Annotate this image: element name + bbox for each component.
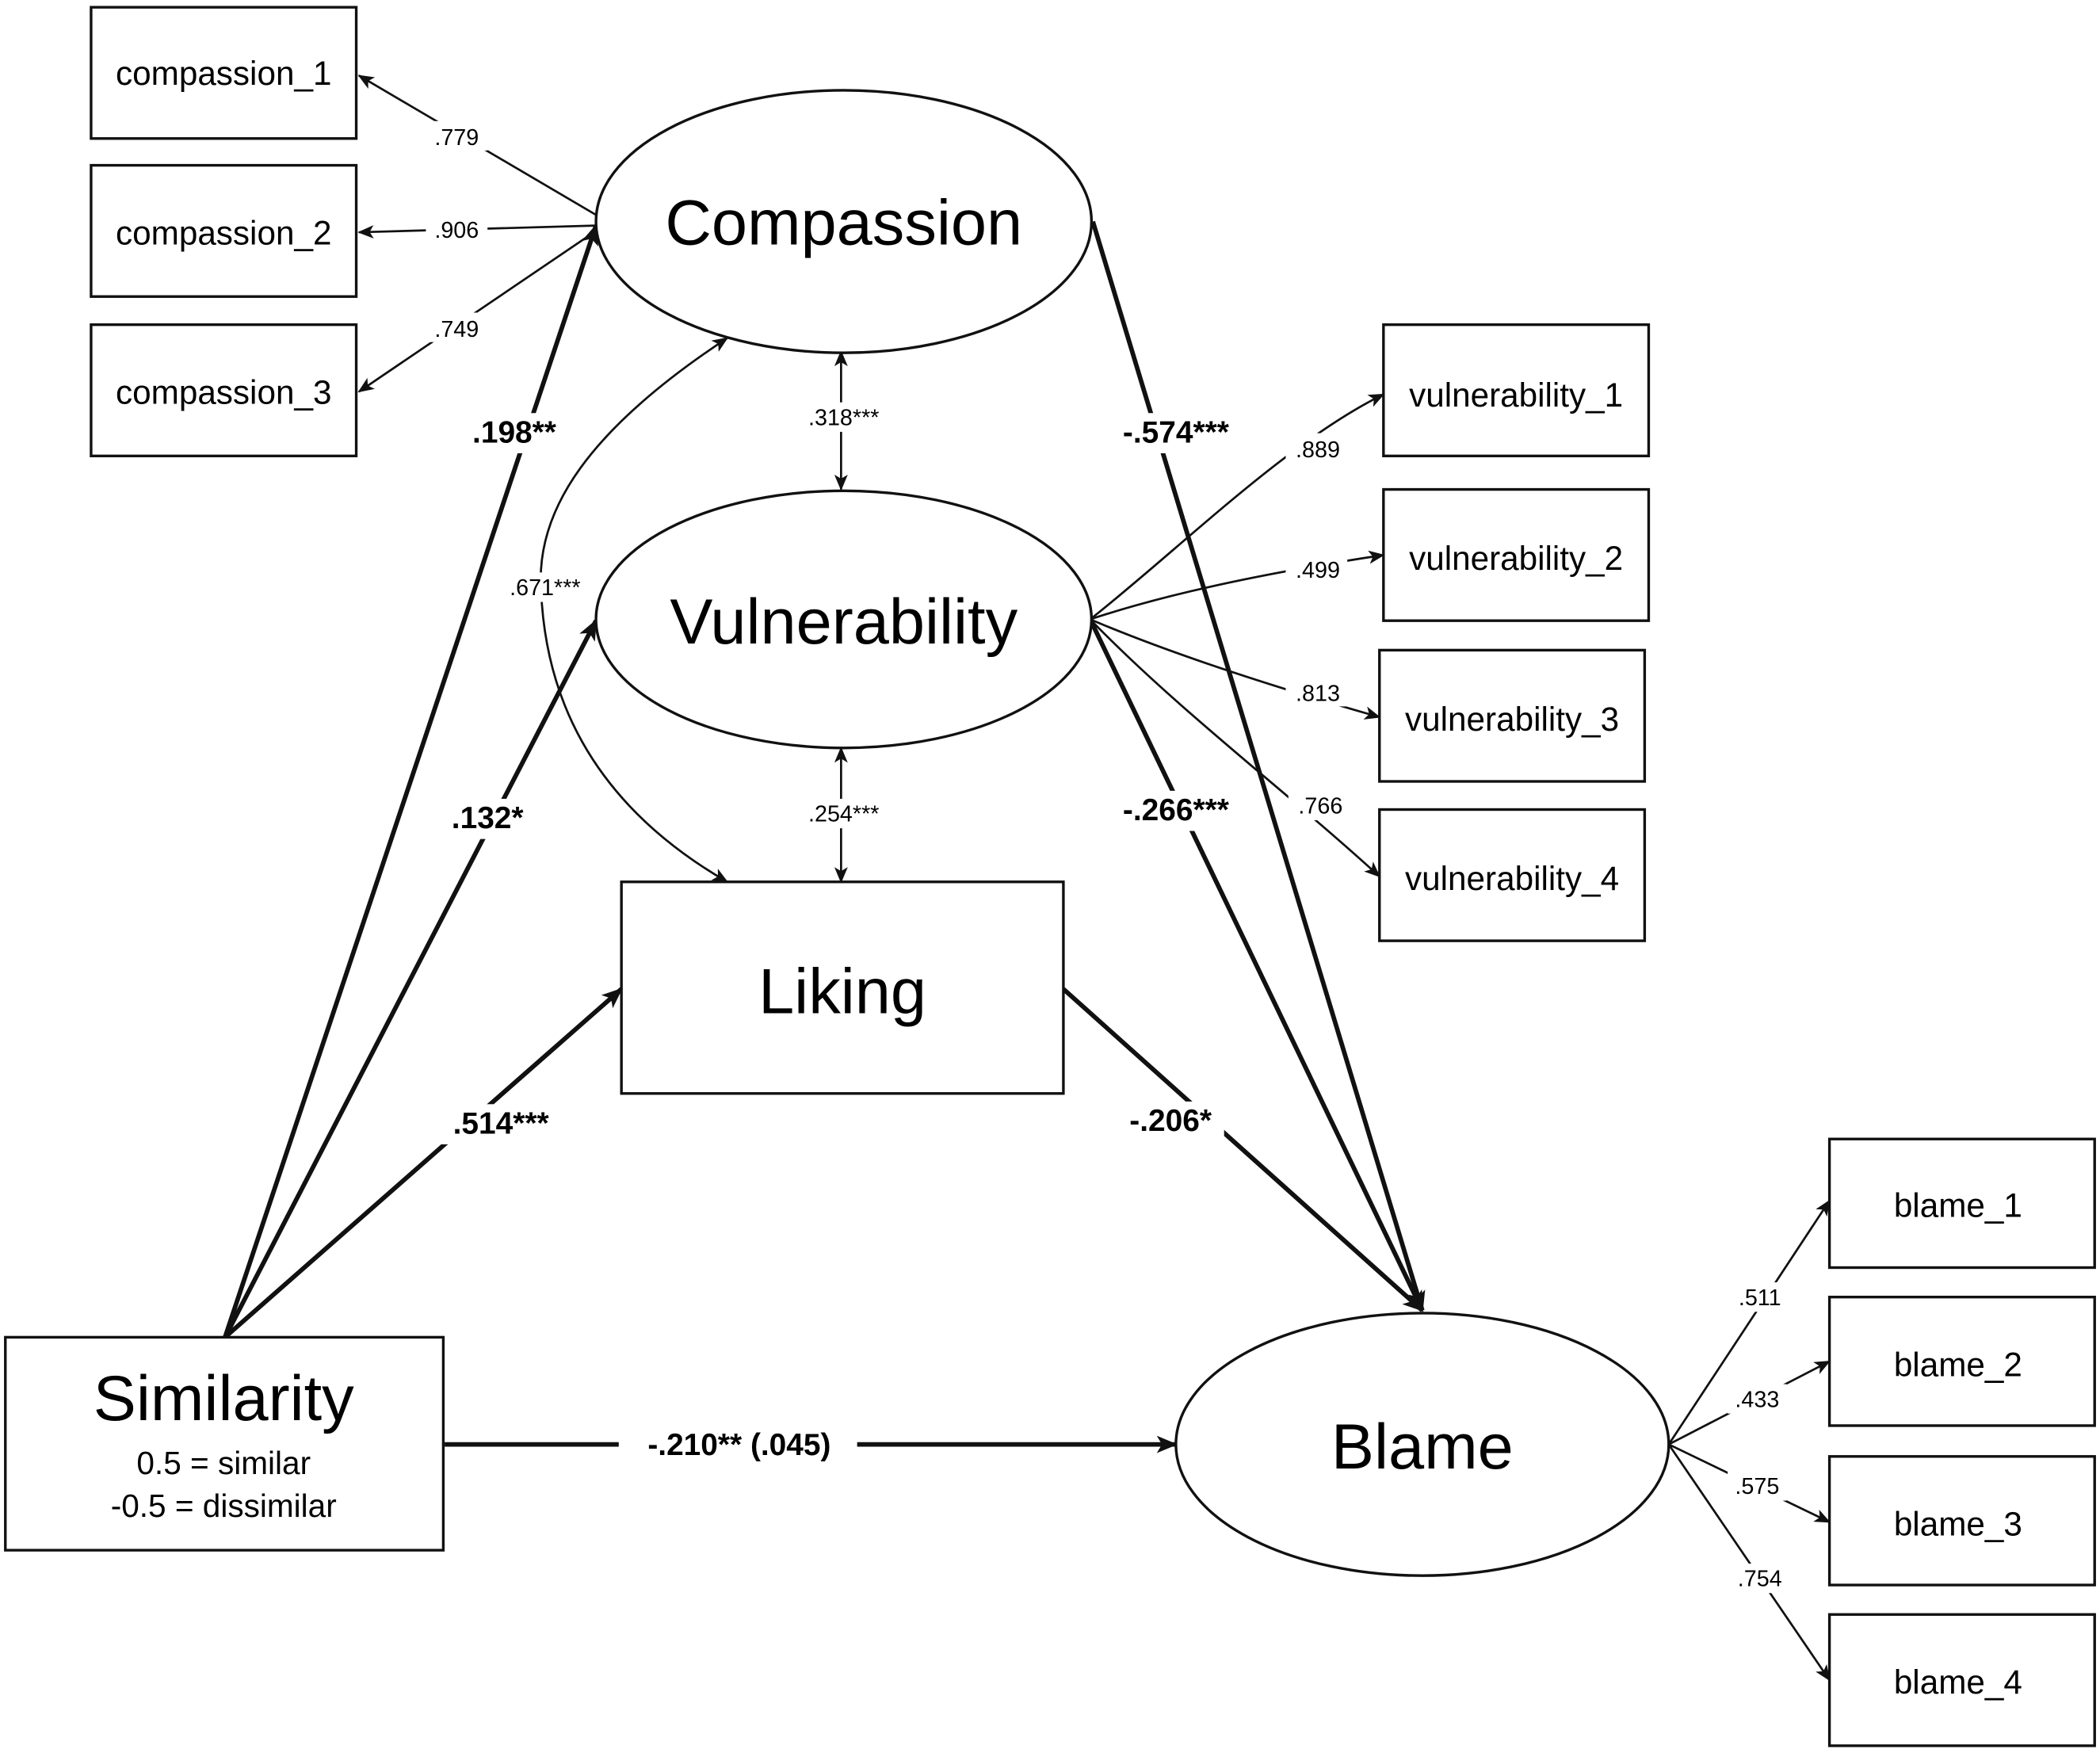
path-coefficient-label: -.266*** [1123, 793, 1230, 827]
indicator-label: compassion_3 [116, 373, 331, 411]
path-coefficient-label: .198** [472, 415, 557, 449]
path-arrow-similarity-compassion [223, 223, 598, 1339]
covariance-label: .254*** [808, 802, 879, 827]
indicator-vulnerability-1: vulnerability_1 [1382, 323, 1651, 458]
path-arrow-compassion-blame [1090, 220, 1426, 1312]
indicator-label: blame_3 [1894, 1506, 2022, 1543]
observed-label: Liking [758, 956, 926, 1027]
indicator-compassion-1: compassion_1 [90, 6, 358, 140]
path-arrow-vulnerability-blame [1088, 618, 1425, 1312]
observed-label: Similarity [94, 1363, 354, 1434]
loading-label: .433 [1735, 1387, 1779, 1412]
latent-label: Vulnerability [670, 586, 1018, 658]
path-arrow-similarity-vulnerability [223, 619, 598, 1339]
loading-arrow-compassion-3 [357, 230, 597, 393]
loading-arrow-blame-4 [1667, 1443, 1831, 1682]
latent-label: Blame [1331, 1411, 1514, 1483]
indicator-label: compassion_2 [116, 214, 331, 251]
similarity-coding-note: 0.5 = similar [136, 1445, 311, 1481]
indicator-label: vulnerability_2 [1409, 540, 1623, 577]
indicator-label: blame_1 [1894, 1186, 2022, 1224]
indicator-vulnerability-2: vulnerability_2 [1382, 487, 1651, 622]
similarity-coding-note: -0.5 = dissimilar [111, 1488, 337, 1524]
indicator-vulnerability-4: vulnerability_4 [1378, 808, 1647, 942]
latent-vulnerability: Vulnerability [594, 489, 1094, 750]
loading-arrow-blame-1 [1667, 1199, 1831, 1446]
indicator-label: blame_4 [1894, 1663, 2022, 1701]
indicator-label: vulnerability_3 [1405, 701, 1619, 738]
loading-arrow-vulnerability-1 [1089, 393, 1385, 621]
indicator-blame-4: blame_4 [1827, 1613, 2096, 1747]
loading-label: .754 [1738, 1567, 1782, 1592]
loading-label: .813 [1296, 682, 1340, 707]
loading-label: .779 [434, 125, 479, 151]
indicator-blame-2: blame_2 [1827, 1295, 2096, 1427]
loading-label: .766 [1298, 794, 1342, 819]
path-coefficient-label: -.206* [1129, 1104, 1212, 1138]
loading-label: .906 [434, 218, 479, 243]
indicator-vulnerability-3: vulnerability_3 [1378, 648, 1647, 783]
path-arrow-liking-blame [1061, 987, 1424, 1312]
loading-label: .749 [434, 317, 479, 342]
path-coefficient-label: -.574*** [1123, 415, 1230, 449]
indicator-label: vulnerability_4 [1405, 860, 1619, 897]
indicator-compassion-2: compassion_2 [90, 163, 358, 298]
latent-compassion: Compassion [594, 89, 1094, 354]
path-coefficient-label: .132* [452, 801, 525, 835]
path-arrow-similarity-liking [223, 987, 624, 1339]
loading-label: .889 [1296, 437, 1340, 463]
loading-label: .499 [1296, 558, 1340, 583]
covariance-label: .671*** [510, 575, 580, 601]
indicator-compassion-3: compassion_3 [90, 323, 358, 458]
indicator-label: compassion_1 [116, 55, 331, 92]
indicator-label: vulnerability_1 [1409, 376, 1623, 414]
covariance-label: .318*** [808, 405, 879, 430]
observed-similarity: Similarity 0.5 = similar -0.5 = dissimil… [4, 1335, 445, 1552]
loading-label: .511 [1739, 1285, 1781, 1311]
loading-label: .575 [1735, 1474, 1779, 1499]
path-coefficient-label: -.210** (.045) [647, 1428, 830, 1462]
loading-arrow-vulnerability-4 [1089, 618, 1380, 878]
indicator-label: blame_2 [1894, 1346, 2022, 1383]
path-coefficient-label: .514*** [453, 1106, 550, 1140]
indicator-blame-1: blame_1 [1827, 1137, 2096, 1270]
observed-liking: Liking [620, 880, 1065, 1095]
latent-blame: Blame [1174, 1312, 1670, 1577]
latent-label: Compassion [665, 187, 1022, 258]
indicator-blame-3: blame_3 [1827, 1455, 2096, 1587]
